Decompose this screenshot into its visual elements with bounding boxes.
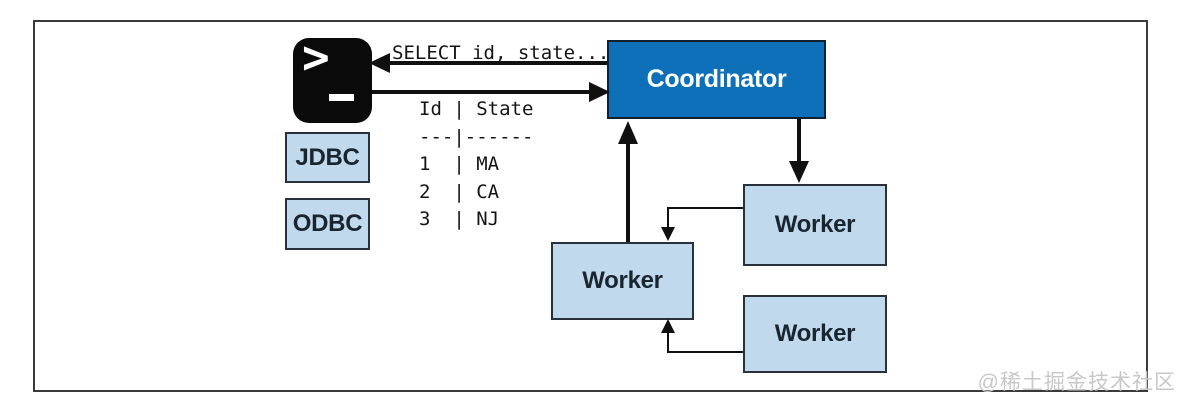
jdbc-box: JDBC bbox=[285, 132, 370, 183]
terminal-icon: > bbox=[293, 34, 372, 123]
odbc-label: ODBC bbox=[292, 210, 363, 237]
jdbc-label: JDBC bbox=[295, 143, 360, 171]
worker-top-right-label: Worker bbox=[774, 211, 856, 238]
worker-center-label: Worker bbox=[582, 267, 663, 294]
coordinator-label: Coordinator bbox=[646, 65, 787, 93]
coordinator-node: Coordinator bbox=[607, 40, 826, 119]
odbc-box: ODBC bbox=[285, 198, 370, 250]
terminal-prompt-glyph: > bbox=[302, 30, 330, 84]
worker-center-node: Worker bbox=[551, 242, 694, 320]
worker-bottom-right-label: Worker bbox=[774, 320, 856, 347]
worker-bottom-right-node: Worker bbox=[743, 295, 887, 373]
query-result-table: Id | State ---|------ 1 | MA 2 | CA 3 | … bbox=[419, 98, 534, 230]
query-text: SELECT id, state... bbox=[392, 42, 610, 64]
watermark-text: @稀土掘金技术社区 bbox=[977, 371, 1176, 394]
worker-top-right-node: Worker bbox=[743, 184, 887, 266]
terminal-cursor-glyph bbox=[329, 94, 354, 101]
diagram-border bbox=[33, 20, 1148, 392]
